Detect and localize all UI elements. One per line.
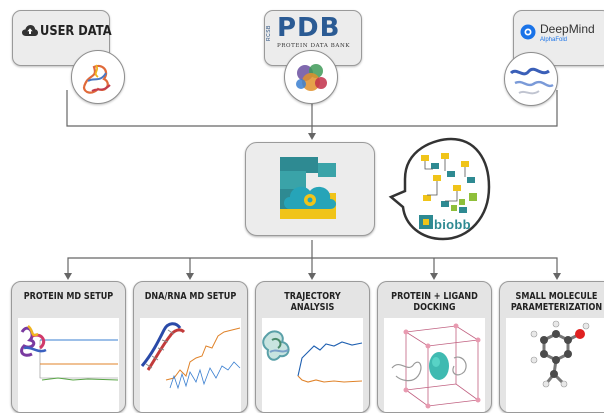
protein-md-plot <box>18 318 119 412</box>
workflow-card-docking: PROTEIN + LIGAND DOCKING <box>377 281 492 413</box>
workflow-card-dna-rna-md: DNA/RNA MD SETUP <box>133 281 248 413</box>
biobb-bubble <box>388 137 491 241</box>
workflow-card-trajectory-analysis: TRAJECTORY ANALYSIS <box>255 281 370 413</box>
deepmind-name: DeepMind <box>540 22 595 36</box>
cloud-upload-icon <box>22 25 38 36</box>
rcsb-label: RCSB <box>266 25 272 41</box>
docking-box-image <box>384 318 485 412</box>
workflow-title: TRAJECTORY ANALYSIS <box>284 291 341 313</box>
biobb-cloud-icon <box>280 157 336 219</box>
workflow-card-small-molecule: SMALL MOLECULE PARAMETERIZATION <box>499 281 604 413</box>
pdb-subtitle: PROTEIN DATA BANK <box>277 43 351 49</box>
pdb-logo-text: PDB <box>277 13 341 43</box>
biobb-brand-text: biobb <box>434 217 471 232</box>
workflow-card-protein-md: PROTEIN MD SETUP <box>11 281 126 413</box>
dna-rna-md-plot <box>140 318 241 412</box>
workflow-title: PROTEIN + LIGAND DOCKING <box>391 291 478 313</box>
workflow-title: PROTEIN MD SETUP <box>23 291 114 302</box>
pdb-protein-thumbnail <box>284 50 338 104</box>
alphafold-protein-thumbnail <box>504 52 558 106</box>
deepmind-card: DeepMind AlphaFold <box>513 10 604 66</box>
user-protein-thumbnail <box>71 50 125 104</box>
trajectory-plot <box>262 318 363 412</box>
user-data-card: USER DATA <box>12 10 112 66</box>
workflow-title: SMALL MOLECULE PARAMETERIZATION <box>510 291 603 313</box>
deepmind-logo-icon <box>520 24 536 40</box>
user-data-label: USER DATA <box>40 23 112 39</box>
small-molecule-image <box>506 318 604 412</box>
connector-lines <box>64 90 561 280</box>
alphafold-label: AlphaFold <box>540 37 568 43</box>
biobb-center-card <box>245 142 375 236</box>
workflow-title: DNA/RNA MD SETUP <box>144 291 237 302</box>
